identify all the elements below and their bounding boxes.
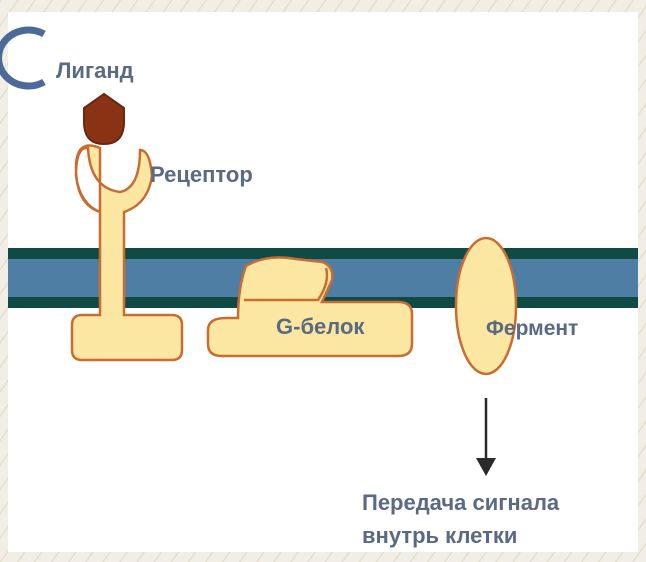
receptor-label: Рецептор [150,164,253,186]
g-protein-label: G-белок [276,316,364,338]
enzyme-shape [456,238,516,374]
signal-transmission-label: Передача сигнала внутрь клетки [362,486,559,552]
ligand-label: Лиганд [56,60,134,82]
enzyme-label: Фермент [486,318,578,339]
